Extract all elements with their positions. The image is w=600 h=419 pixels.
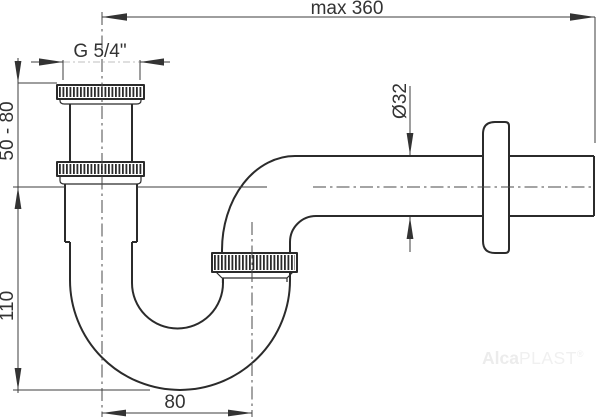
elbow-outer bbox=[221, 155, 483, 251]
dimension-height-50-80-and-110 bbox=[13, 58, 267, 393]
dimension-outlet-diameter bbox=[406, 86, 414, 252]
arrow-right-icon bbox=[228, 409, 252, 417]
label-trap-depth: 110 bbox=[0, 291, 18, 321]
riser-union-nut bbox=[211, 252, 298, 283]
arrow-left-icon bbox=[140, 58, 164, 66]
dimension-offset-80 bbox=[102, 409, 252, 417]
centerlines bbox=[101, 12, 592, 417]
label-trap-offset: 80 bbox=[164, 392, 185, 413]
arrow-left-icon bbox=[102, 13, 127, 21]
label-inlet-thread: G 5/4" bbox=[73, 41, 126, 62]
dimension-labels: max 360 G 5/4" 50 - 80 110 Ø32 80 bbox=[0, 0, 411, 413]
riser-nut-skirt bbox=[215, 271, 294, 283]
u-bend-outer bbox=[69, 242, 291, 391]
u-bend-inner bbox=[131, 242, 224, 330]
arrow-up-icon bbox=[14, 187, 22, 209]
trap-cup bbox=[64, 184, 138, 243]
arrow-up-icon bbox=[406, 217, 414, 239]
trap-body bbox=[56, 84, 595, 391]
label-outlet-diameter: Ø32 bbox=[390, 83, 411, 119]
arrow-right-icon bbox=[39, 58, 63, 66]
outlet-pipe bbox=[509, 155, 595, 217]
brand-watermark-bold: Alca bbox=[482, 348, 519, 368]
arrow-right-icon bbox=[570, 13, 595, 21]
elbow-inner bbox=[289, 215, 483, 243]
arrow-down-icon bbox=[14, 61, 22, 83]
riser-edges bbox=[221, 242, 291, 253]
label-max-width: max 360 bbox=[311, 0, 384, 19]
arrow-down-icon bbox=[406, 133, 414, 155]
inlet-nut-lower bbox=[56, 161, 145, 185]
arrow-left-icon bbox=[102, 409, 126, 417]
arrow-down-icon bbox=[14, 368, 22, 390]
dimension-thread-g54 bbox=[31, 58, 170, 80]
brand-watermark: AlcaPLAST® bbox=[482, 348, 584, 369]
inlet-tube bbox=[69, 104, 133, 162]
brand-watermark-light: PLAST bbox=[518, 348, 577, 368]
label-height-range: 50 - 80 bbox=[0, 101, 18, 160]
registered-mark-icon: ® bbox=[576, 349, 584, 360]
dimension-max-360 bbox=[102, 13, 596, 143]
inlet-nut-top bbox=[56, 84, 145, 105]
